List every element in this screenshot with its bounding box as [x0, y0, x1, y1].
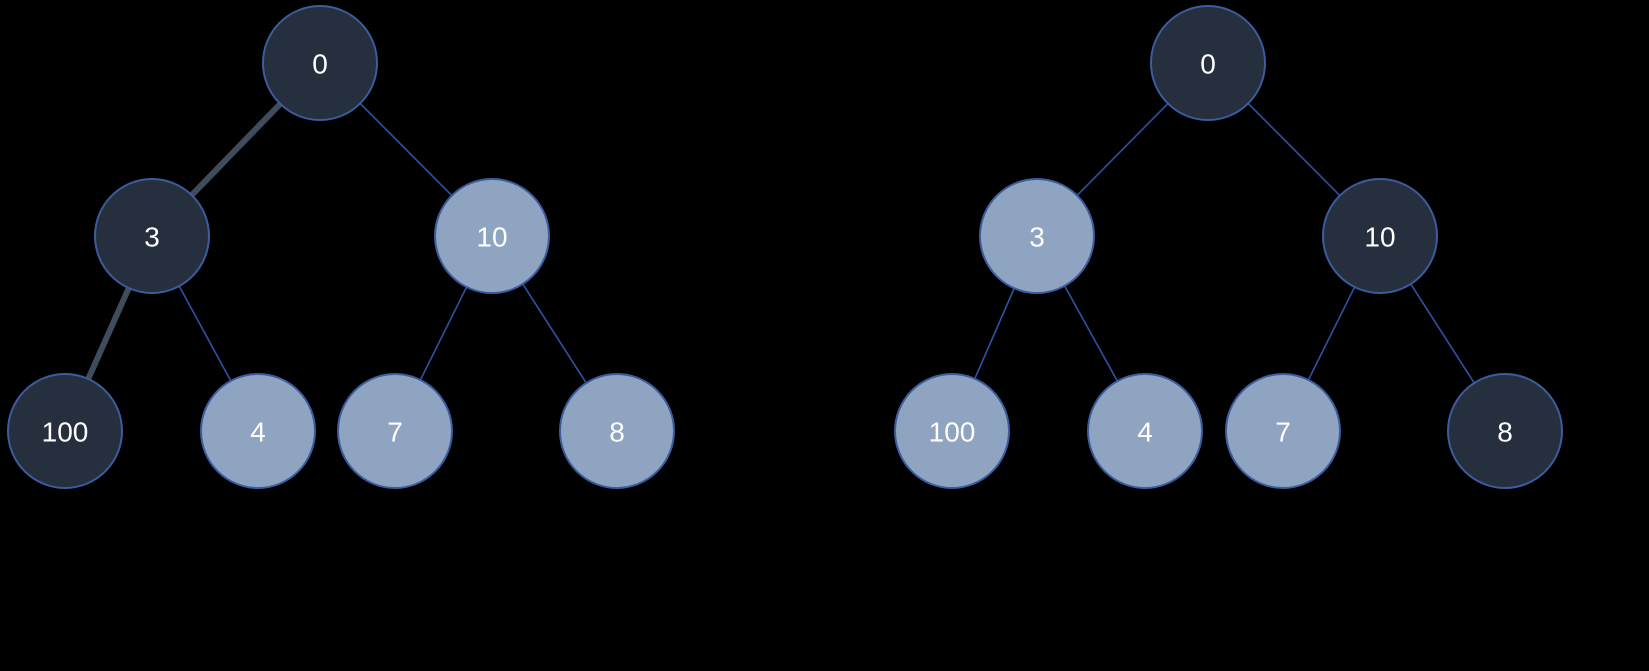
tree-node-R8[interactable]: 8 [1447, 373, 1563, 489]
node-label-L4: 4 [250, 417, 266, 448]
edge-R10-R7[interactable] [1307, 286, 1356, 381]
tree-node-R0[interactable]: 0 [1150, 5, 1266, 121]
tree-node-R7[interactable]: 7 [1225, 373, 1341, 489]
left-tree-nodes: 0 3 10 100 4 7 8 [7, 5, 675, 489]
nodes-layer: 0 3 10 100 4 7 8 0 3 10 100 4 7 8 [7, 5, 1563, 489]
left-tree-edges [85, 100, 587, 384]
node-label-L8: 8 [609, 417, 625, 448]
node-label-L10: 10 [476, 222, 507, 253]
edge-L0-L10[interactable] [359, 102, 453, 197]
node-circle-L4[interactable] [200, 373, 316, 489]
tree-node-L8[interactable]: 8 [559, 373, 675, 489]
node-circle-L7[interactable] [337, 373, 453, 489]
node-circle-L10[interactable] [434, 178, 550, 294]
node-label-R10: 10 [1364, 222, 1395, 253]
edge-R0-R3[interactable] [1076, 102, 1169, 197]
right-tree-nodes: 0 3 10 100 4 7 8 [894, 5, 1563, 489]
node-circle-R7[interactable] [1225, 373, 1341, 489]
node-label-R8: 8 [1497, 417, 1513, 448]
node-label-R4: 4 [1137, 417, 1153, 448]
node-circle-R0[interactable] [1150, 5, 1266, 121]
edge-L3-L100[interactable] [85, 285, 132, 382]
node-label-L0: 0 [312, 49, 328, 80]
node-circle-L100[interactable] [7, 373, 123, 489]
tree-node-R3[interactable]: 3 [979, 178, 1095, 294]
tree-node-L3[interactable]: 3 [94, 178, 210, 294]
tree-node-L100[interactable]: 100 [7, 373, 123, 489]
tree-node-R10[interactable]: 10 [1322, 178, 1438, 294]
node-circle-L0[interactable] [262, 5, 378, 121]
node-label-L7: 7 [387, 417, 403, 448]
tree-node-L0[interactable]: 0 [262, 5, 378, 121]
node-circle-L3[interactable] [94, 178, 210, 294]
node-circle-R8[interactable] [1447, 373, 1563, 489]
node-label-R7: 7 [1275, 417, 1291, 448]
tree-node-L7[interactable]: 7 [337, 373, 453, 489]
edge-L10-L7[interactable] [419, 286, 468, 381]
tree-node-R4[interactable]: 4 [1087, 373, 1203, 489]
tree-node-R100[interactable]: 100 [894, 373, 1010, 489]
tree-node-L10[interactable]: 10 [434, 178, 550, 294]
node-circle-L8[interactable] [559, 373, 675, 489]
edges-layer [85, 100, 1475, 384]
right-tree-edges [974, 102, 1475, 384]
node-label-L100: 100 [42, 417, 89, 448]
node-circle-R4[interactable] [1087, 373, 1203, 489]
edge-R10-R8[interactable] [1410, 283, 1475, 384]
node-label-L3: 3 [144, 222, 160, 253]
node-label-R3: 3 [1029, 222, 1045, 253]
node-label-R100: 100 [929, 417, 976, 448]
node-label-R0: 0 [1200, 49, 1216, 80]
edge-R3-R4[interactable] [1063, 285, 1119, 382]
edge-R3-R100[interactable] [974, 287, 1015, 380]
edge-L0-L3[interactable] [188, 100, 284, 199]
edge-L3-L4[interactable] [178, 285, 232, 382]
tree-node-L4[interactable]: 4 [200, 373, 316, 489]
node-circle-R10[interactable] [1322, 178, 1438, 294]
edge-L10-L8[interactable] [522, 283, 587, 384]
edge-R0-R10[interactable] [1247, 102, 1341, 197]
node-circle-R100[interactable] [894, 373, 1010, 489]
node-circle-R3[interactable] [979, 178, 1095, 294]
